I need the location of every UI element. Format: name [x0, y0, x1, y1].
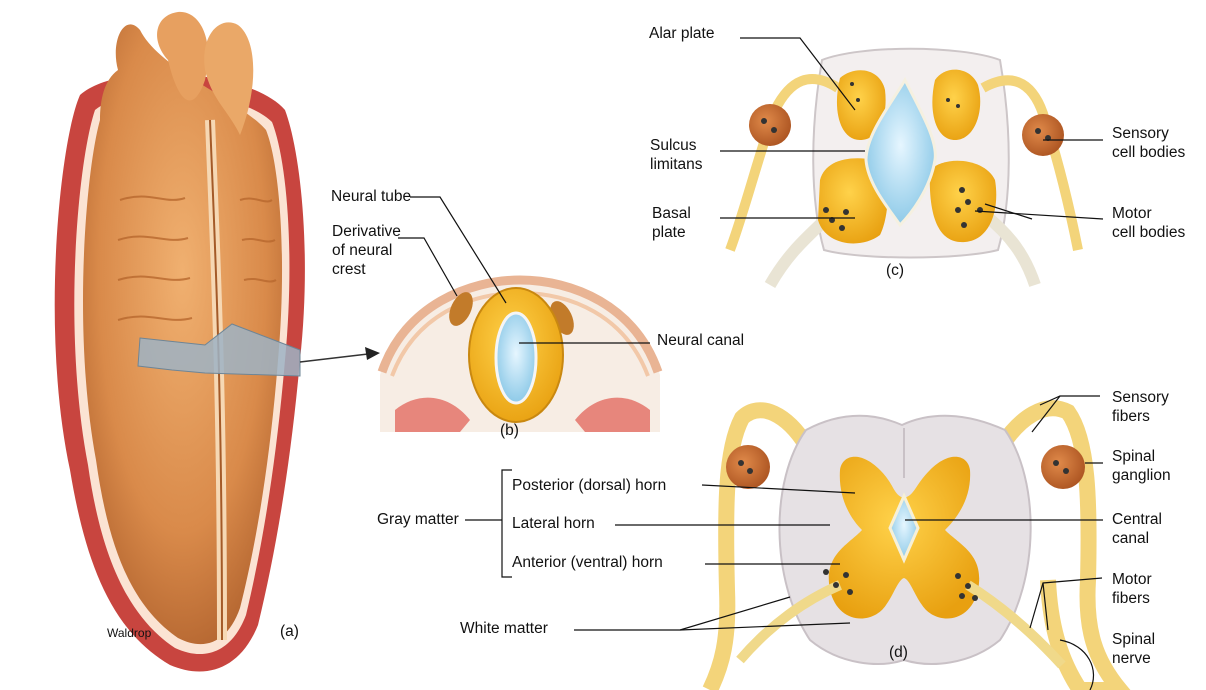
embryo-panel-a: [55, 12, 380, 672]
label-spinal-ganglion: Spinal ganglion: [1112, 447, 1171, 485]
label-white-matter: White matter: [460, 619, 548, 638]
label-sensory-fibers: Sensory fibers: [1112, 388, 1169, 426]
panel-label-b: (b): [500, 421, 519, 440]
label-motor-cell-bodies: Motor cell bodies: [1112, 204, 1185, 242]
sensory-ganglion-left-c: [749, 104, 791, 146]
section-arrow-line: [300, 354, 368, 362]
neural-tube-panel-b: [380, 278, 660, 432]
label-motor-fibers: Motor fibers: [1112, 570, 1152, 608]
label-neural-canal: Neural canal: [657, 331, 744, 350]
label-basal-plate: Basal plate: [652, 204, 691, 242]
label-derivative-neural-crest: Derivative of neural crest: [332, 222, 401, 279]
label-neural-tube: Neural tube: [331, 187, 411, 206]
spinal-ganglion-right-d: [1041, 445, 1085, 489]
label-gray-matter: Gray matter: [377, 510, 459, 529]
label-posterior-horn: Posterior (dorsal) horn: [512, 476, 666, 495]
label-sensory-cell-bodies: Sensory cell bodies: [1112, 124, 1185, 162]
label-alar-plate: Alar plate: [649, 24, 714, 43]
label-lateral-horn: Lateral horn: [512, 514, 595, 533]
panel-label-c: (c): [886, 261, 904, 280]
credit-label: Waldrop: [107, 624, 151, 643]
panel-label-d: (d): [889, 643, 908, 662]
spinal-cord-panel-c: [730, 49, 1078, 285]
section-arrow-head: [365, 347, 380, 360]
label-central-canal: Central canal: [1112, 510, 1162, 548]
spinal-ganglion-left-d: [726, 445, 770, 489]
spinal-cord-panel-d: [710, 408, 1120, 690]
label-spinal-nerve: Spinal nerve: [1112, 630, 1155, 668]
neural-canal: [496, 313, 536, 403]
label-sulcus-limitans: Sulcus limitans: [650, 136, 703, 174]
label-anterior-horn: Anterior (ventral) horn: [512, 553, 663, 572]
sensory-ganglion-right-c: [1022, 114, 1064, 156]
panel-label-a: (a): [280, 622, 299, 641]
